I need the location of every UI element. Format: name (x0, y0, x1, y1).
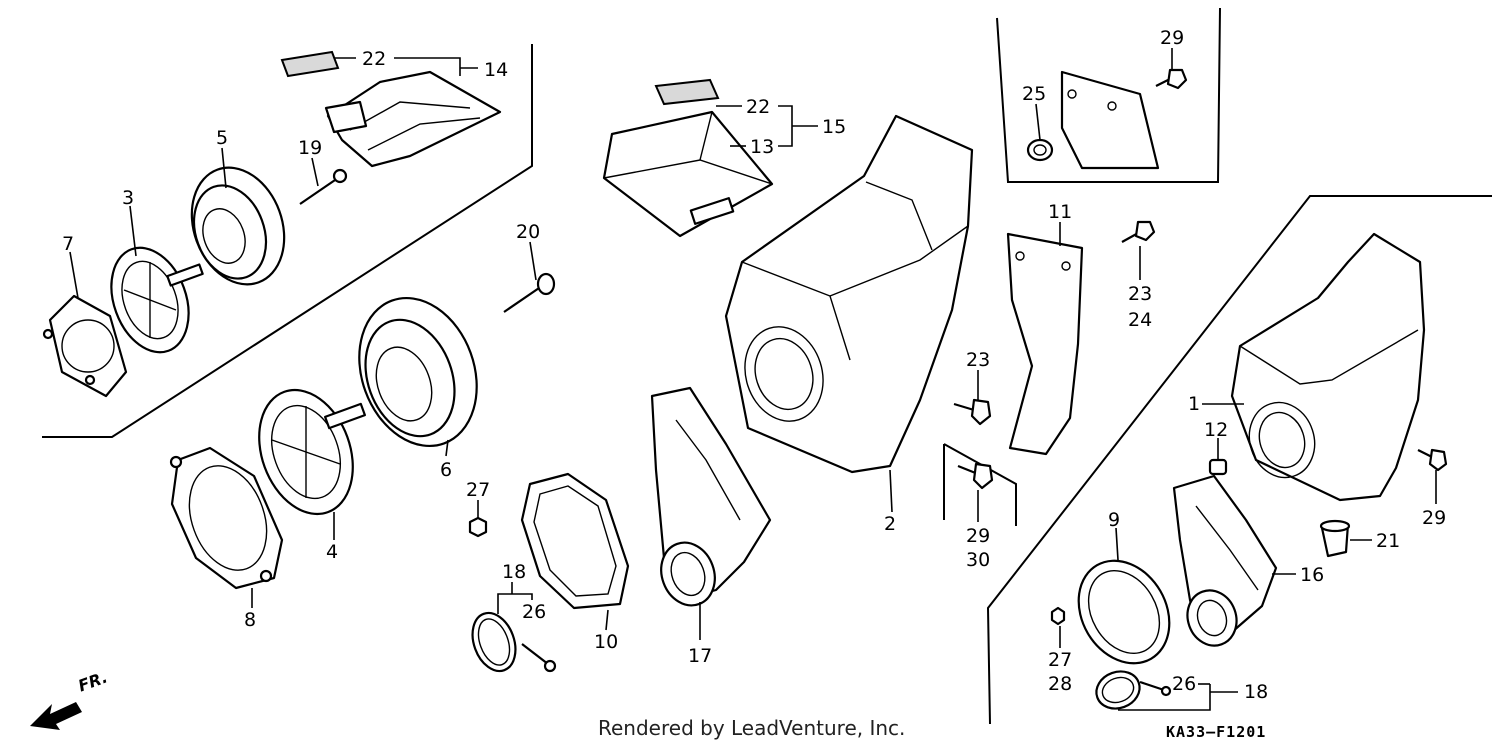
label-2: 2 (884, 513, 896, 535)
part-6-large-foam (358, 296, 478, 448)
label-14: 14 (484, 59, 508, 81)
frame-left-inset (42, 44, 533, 438)
label-11: 11 (1048, 201, 1072, 223)
part-23-bolt-lower (953, 398, 992, 426)
frame-top-right-inset (996, 7, 1221, 183)
label-22-center: 22 (746, 96, 770, 118)
label-17: 17 (688, 645, 712, 667)
frame-bracket-29-30-b (943, 443, 1017, 526)
label-5: 5 (216, 127, 228, 149)
front-direction-arrow-icon (30, 702, 82, 730)
label-27-right: 27 (1048, 649, 1072, 671)
part-17-duct (650, 386, 772, 607)
part-23-bolt-upper (1121, 220, 1156, 243)
label-16: 16 (1300, 564, 1324, 586)
leader-lines (69, 48, 1437, 711)
label-4: 4 (326, 541, 338, 563)
label-30: 30 (966, 549, 990, 571)
part-27-nut (468, 516, 488, 538)
part-1-air-cleaner-case (1230, 232, 1426, 502)
label-22-left: 22 (362, 48, 386, 70)
part-18-clamp-left (471, 611, 517, 673)
label-24: 24 (1128, 309, 1152, 331)
label-9: 9 (1108, 509, 1120, 531)
label-29-center: 29 (966, 525, 990, 547)
part-3-element-holder (110, 246, 204, 354)
part-4-element-holder (258, 388, 367, 516)
part-26-screw-right (1139, 680, 1172, 697)
label-25: 25 (1022, 83, 1046, 105)
label-29-top: 29 (1160, 27, 1184, 49)
label-26-right: 26 (1172, 673, 1196, 695)
figure-code: KA33–F1201 (1166, 723, 1267, 741)
label-20: 20 (516, 221, 540, 243)
part-12-cap (1208, 458, 1228, 476)
label-23-lower: 23 (966, 349, 990, 371)
label-18-right: 18 (1244, 681, 1268, 703)
label-8: 8 (244, 609, 256, 631)
label-21: 21 (1376, 530, 1400, 552)
part-13-filter-element (602, 110, 774, 238)
part-22-decal-center (654, 78, 720, 106)
label-27-left: 27 (466, 479, 490, 501)
part-29-bolt-top (1155, 68, 1188, 90)
label-1: 1 (1188, 393, 1200, 415)
label-13: 13 (750, 136, 774, 158)
label-7: 7 (62, 233, 74, 255)
label-29-right: 29 (1422, 507, 1446, 529)
part-29-bolt-center (957, 462, 994, 490)
part-25-grommet (1026, 138, 1054, 162)
part-2-air-cleaner-case (724, 114, 974, 474)
label-3: 3 (122, 187, 134, 209)
part-27-nut-right (1050, 606, 1066, 626)
part-11-splash-guard (1006, 232, 1084, 456)
part-26-screw-left (521, 643, 557, 673)
part-5-foam-filter (190, 166, 286, 286)
label-10: 10 (594, 631, 618, 653)
part-18-clamp-right (1095, 670, 1141, 710)
label-18-left: 18 (502, 561, 526, 583)
part-22-decal-left (280, 50, 340, 78)
label-19: 19 (298, 137, 322, 159)
label-12: 12 (1204, 419, 1228, 441)
part-29-bolt-right (1417, 448, 1448, 472)
label-15: 15 (822, 116, 846, 138)
top-right-guard-plate (1060, 70, 1160, 170)
label-23-upper: 23 (1128, 283, 1152, 305)
part-19-screw (299, 168, 348, 205)
part-labels: 22 14 5 19 3 7 20 22 15 13 6 4 8 27 18 2… (62, 27, 1446, 703)
part-21-plug (1319, 519, 1351, 558)
frame-right-inset (986, 195, 1492, 725)
part-16-duct (1172, 474, 1278, 647)
part-14-bracket (324, 70, 502, 168)
label-28: 28 (1048, 673, 1072, 695)
render-credit: Rendered by LeadVenture, Inc. (598, 716, 906, 740)
part-10-gasket (520, 472, 630, 610)
part-20-bolt (503, 272, 556, 313)
label-6: 6 (440, 459, 452, 481)
label-26-left: 26 (522, 601, 546, 623)
part-7-plate (42, 294, 128, 398)
part-8-cover (169, 446, 284, 590)
part-9-gasket (1077, 559, 1171, 665)
